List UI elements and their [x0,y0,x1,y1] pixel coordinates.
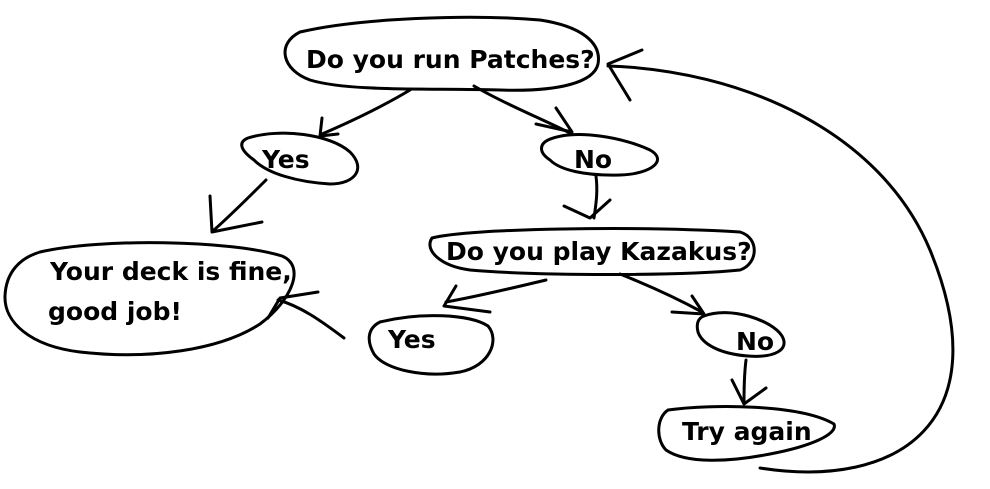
arrow-yes-to-fine-head [208,194,264,234]
node-try-again: Try again [657,405,836,462]
node-try-again-label: Try again [682,417,812,446]
node-yes-kazakus: Yes [367,314,495,376]
arrow-kazakus-to-yes [442,278,548,314]
arrow-no-to-try-again-head [730,378,768,406]
node-no-right-outline [540,133,659,177]
arrow-loop-back-to-patches [606,48,955,474]
arrow-yes-to-fine-line [212,178,268,232]
node-question-patches-outline [283,15,600,92]
arrow-loop-back-line [606,64,955,474]
arrow-patches-to-yes [318,88,412,138]
arrow-loop-back-head [606,48,644,102]
arrow-kazakus-to-no-line [618,272,704,314]
node-result-fine-outline [3,241,296,357]
node-yes-left-label: Yes [261,145,310,174]
node-no-right-label: No [574,145,612,174]
node-yes-left: Yes [240,131,360,186]
arrow-kazakus-to-no-head [670,294,706,316]
node-question-kazakus-label: Do you play Kazakus? [446,237,752,266]
node-result-fine-label-line2: good job! [48,297,182,326]
node-no-kazakus-label: No [736,327,774,356]
arrow-kazakus-to-yes-head [442,284,492,314]
node-yes-kazakus-label: Yes [387,325,436,354]
arrow-kazakus-to-yes-line [444,278,548,304]
arrow-yes-kazakus-to-fine [266,290,346,340]
node-question-kazakus: Do you play Kazakus? [428,227,756,276]
arrow-no-to-kazakus-head [562,198,612,220]
node-yes-kazakus-outline [367,314,495,376]
arrow-kazakus-to-no [618,272,706,316]
arrow-yes-kazakus-to-fine-line [276,298,346,340]
node-no-kazakus-outline [695,311,786,358]
arrow-patches-to-yes-line [320,88,412,136]
node-result-fine-label-line1: Your deck is fine, [49,257,292,286]
node-no-right: No [540,133,659,177]
node-yes-left-outline [240,131,360,186]
node-question-patches: Do you run Patches? [283,15,600,92]
arrow-no-to-kazakus [562,174,612,220]
arrow-patches-to-yes-head [318,116,340,138]
arrow-yes-to-fine [208,178,268,234]
arrow-no-to-try-again [730,358,768,406]
node-question-patches-label: Do you run Patches? [306,45,595,74]
node-no-kazakus: No [695,311,786,358]
arrow-patches-to-no-head [534,106,574,134]
node-question-kazakus-outline [428,227,756,276]
node-result-fine: Your deck is fine, good job! [3,241,296,357]
arrow-no-to-try-again-line [742,358,748,404]
arrow-yes-kazakus-to-fine-head [266,290,320,320]
arrow-patches-to-no [472,84,574,136]
node-try-again-outline [657,405,836,462]
